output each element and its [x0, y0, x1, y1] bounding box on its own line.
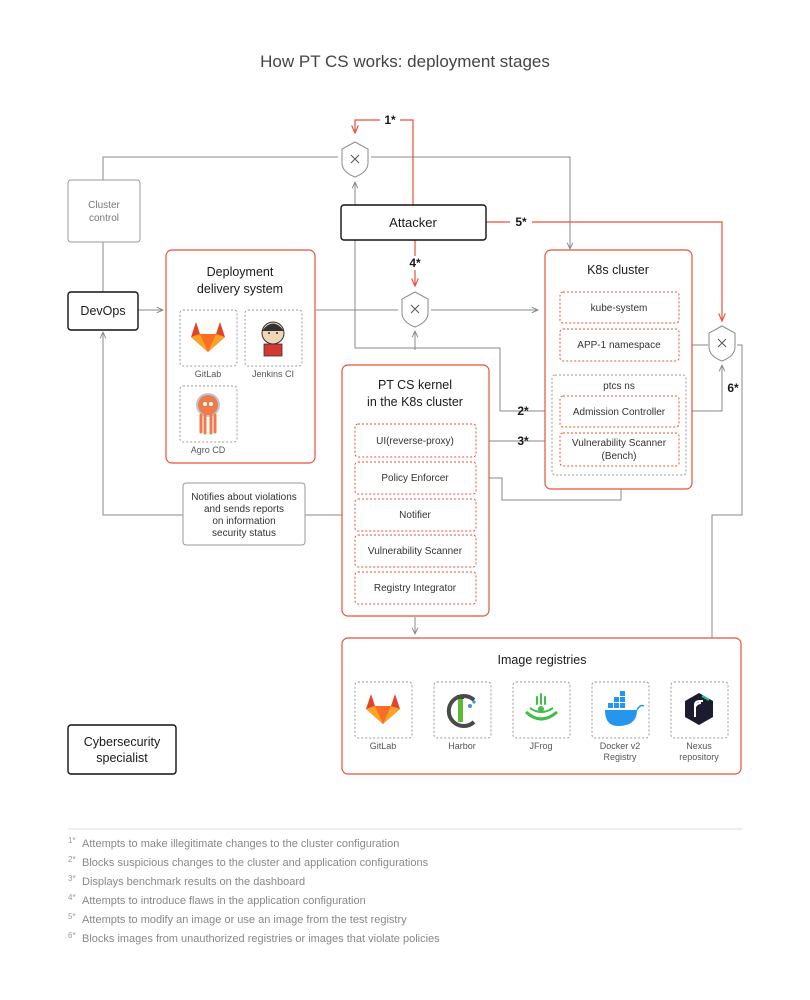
marker-4: 4*: [409, 256, 421, 270]
kernel-module: Notifier: [399, 510, 431, 521]
footnote-text: Attempts to introduce flaws in the appli…: [82, 895, 366, 907]
ptcs-ns: ptcs ns: [603, 381, 635, 392]
marker-1: 1*: [384, 113, 396, 127]
step-markers: 1* 2* 3* 4* 5* 6*: [380, 113, 739, 448]
page-title: How PT CS works: deployment stages: [260, 52, 550, 71]
gitlab-icon: [366, 694, 400, 724]
registries-title: Image registries: [498, 653, 587, 667]
footnote-number: 3*: [68, 874, 76, 883]
svg-text:on information: on information: [212, 516, 275, 527]
kernel-module: Vulnerability Scanner: [368, 546, 463, 557]
marker-2: 2*: [517, 404, 529, 418]
marker-5: 5*: [515, 215, 527, 229]
docker-icon: [605, 691, 645, 726]
k8s-cluster: K8s cluster kube-system APP-1 namespace …: [544, 249, 693, 490]
argo-cd-icon: [196, 393, 220, 435]
tool-label: Jenkins CI: [252, 369, 294, 379]
shield-icon: [708, 325, 736, 362]
footnote-number: 6*: [68, 931, 76, 940]
kernel-module: Registry Integrator: [374, 583, 457, 594]
shield-icon: [341, 141, 369, 178]
image-registries: Image registries GitLab Harbor JFr: [341, 637, 742, 775]
registry-label: Registry: [603, 752, 637, 762]
svg-text:Attacker: Attacker: [389, 215, 437, 230]
registry-label: Nexus: [686, 741, 712, 751]
devops-box: DevOps: [67, 291, 139, 331]
kernel-title: PT CS kernel: [378, 378, 452, 392]
cluster-control-box: Cluster control: [67, 179, 141, 243]
cybersecurity-specialist-box: Cybersecurity specialist: [67, 724, 177, 775]
svg-text:and sends reports: and sends reports: [204, 504, 284, 515]
marker-3: 3*: [517, 434, 529, 448]
registry-label: JFrog: [529, 741, 552, 751]
shield-icon: [401, 291, 429, 328]
footnote-number: 1*: [68, 836, 76, 845]
kube-system: kube-system: [591, 303, 648, 314]
admission-controller: Admission Controller: [573, 407, 666, 418]
marker-6: 6*: [727, 381, 739, 395]
tool-label: Agro CD: [191, 445, 226, 455]
nexus-icon: [685, 693, 713, 725]
svg-text:Cluster: Cluster: [88, 200, 120, 211]
footnote-text: Displays benchmark results on the dashbo…: [82, 876, 305, 888]
vulnerability-scanner-bench: Vulnerability Scanner: [572, 438, 667, 449]
footnote-text: Attempts to make illegitimate changes to…: [82, 838, 399, 850]
svg-text:(Bench): (Bench): [601, 451, 636, 462]
registry-label: Harbor: [448, 741, 476, 751]
svg-text:Notifies about violations: Notifies about violations: [191, 492, 297, 503]
jfrog-icon: [524, 693, 558, 721]
footnote-number: 5*: [68, 912, 76, 921]
app-namespace: APP-1 namespace: [577, 340, 661, 351]
footnote-text: Blocks images from unauthorized registri…: [82, 933, 440, 945]
svg-text:control: control: [89, 213, 119, 224]
svg-text:security status: security status: [212, 528, 276, 539]
registry-label: Docker v2: [600, 741, 641, 751]
registry-label: GitLab: [370, 741, 397, 751]
jenkins-icon: [261, 321, 285, 357]
svg-text:specialist: specialist: [96, 751, 148, 765]
harbor-icon: [446, 694, 476, 728]
footnote-text: Attempts to modify an image or use an im…: [82, 914, 407, 926]
deployment-delivery-system: Deployment delivery system GitLab Jenkin…: [165, 249, 316, 464]
footnote-text: Blocks suspicious changes to the cluster…: [82, 857, 429, 869]
footnote-number: 4*: [68, 893, 76, 902]
ptcs-kernel: PT CS kernel in the K8s cluster UI(rever…: [341, 364, 490, 617]
footnotes: 1* Attempts to make illegitimate changes…: [68, 836, 440, 945]
svg-text:Cybersecurity: Cybersecurity: [84, 735, 161, 749]
deployment-title: Deployment: [207, 265, 274, 279]
svg-text:DevOps: DevOps: [80, 304, 125, 318]
k8s-title: K8s cluster: [587, 263, 649, 277]
kernel-module: Policy Enforcer: [381, 473, 449, 484]
tool-label: GitLab: [195, 369, 222, 379]
attacker-box: Attacker: [340, 204, 487, 241]
kernel-module: UI(reverse-proxy): [376, 436, 454, 447]
svg-text:delivery system: delivery system: [197, 282, 283, 296]
footnote-number: 2*: [68, 855, 76, 864]
gitlab-icon: [191, 322, 225, 352]
registry-label: repository: [679, 752, 719, 762]
svg-text:in the K8s cluster: in the K8s cluster: [367, 395, 463, 409]
notifies-box: Notifies about violations and sends repo…: [182, 482, 306, 546]
